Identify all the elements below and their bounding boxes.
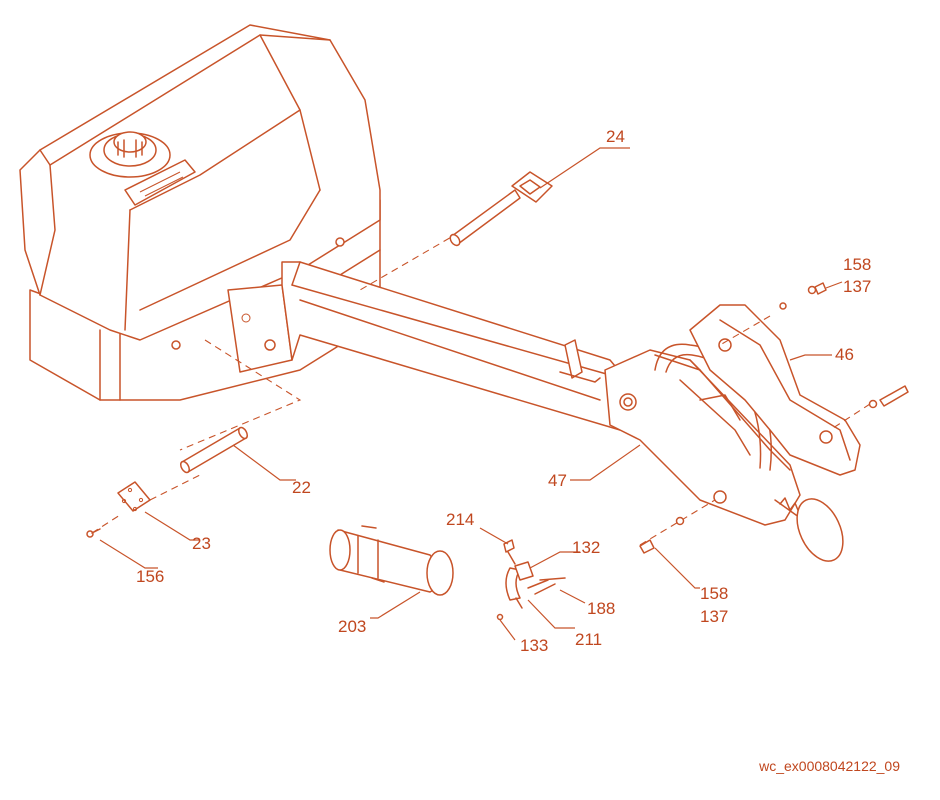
callout-132: 132 bbox=[572, 538, 600, 557]
callout-46: 46 bbox=[835, 345, 854, 364]
callout-23: 23 bbox=[192, 534, 211, 553]
callout-labels: 24 158 137 46 47 22 23 156 214 132 188 2… bbox=[136, 127, 871, 655]
callout-156: 156 bbox=[136, 567, 164, 586]
callout-24: 24 bbox=[606, 127, 625, 146]
canister-part-203 bbox=[329, 525, 454, 596]
callout-137-bottom: 137 bbox=[700, 607, 728, 626]
callout-22: 22 bbox=[292, 478, 311, 497]
fastener-set-top bbox=[779, 282, 827, 310]
pin-part-24 bbox=[449, 171, 553, 247]
callout-158-bottom: 158 bbox=[700, 584, 728, 603]
rod-part-22 bbox=[179, 426, 249, 474]
callout-211: 211 bbox=[575, 630, 602, 649]
tow-bar-frame bbox=[227, 261, 861, 562]
callout-188: 188 bbox=[587, 599, 615, 618]
plate-part-23 bbox=[117, 481, 151, 512]
callout-214: 214 bbox=[446, 510, 474, 529]
fastener-set-right bbox=[868, 385, 909, 409]
clamp-group bbox=[496, 539, 566, 621]
fastener-set-bottom bbox=[639, 516, 685, 554]
callout-133: 133 bbox=[520, 636, 548, 655]
callout-203: 203 bbox=[338, 617, 366, 636]
engine-housing bbox=[19, 24, 381, 401]
document-id: wc_ex0008042122_09 bbox=[759, 758, 900, 774]
leader-lines bbox=[99, 147, 843, 641]
callout-137-top: 137 bbox=[843, 277, 871, 296]
screw-part-156 bbox=[86, 528, 101, 538]
callout-158-top: 158 bbox=[843, 255, 871, 274]
callout-47: 47 bbox=[548, 471, 567, 490]
